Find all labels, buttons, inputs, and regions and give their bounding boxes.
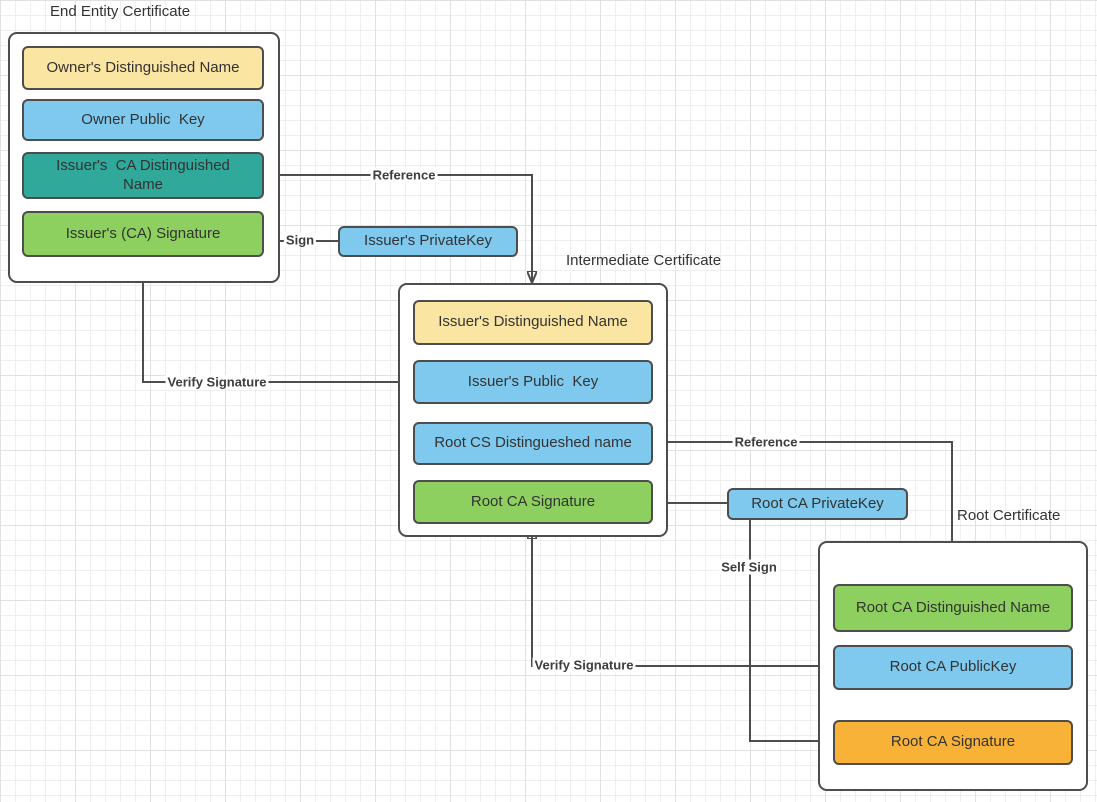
field-root-cs-distinguished-name: Root CS Distingueshed name [413,422,653,465]
field-label: Root CA Signature [890,733,1016,751]
root-certificate-title: Root Certificate [957,507,1061,524]
issuers-private-key-box: Issuer's PrivateKey [338,226,518,257]
intermediate-certificate-title: Intermediate Certificate [566,252,722,269]
field-issuers-distinguished-name: Issuer's Distinguished Name [413,300,653,345]
verify-signature-label-2: Verify Signature [532,657,636,673]
field-label: Issuer's (CA) Signature [65,224,221,242]
field-label: Issuer's Public Key [467,372,599,390]
field-issuers-public-key: Issuer's Public Key [413,360,653,404]
field-root-ca-public-key: Root CA PublicKey [833,645,1073,690]
field-label: Root CS Distingueshed name [434,434,632,452]
field-owners-distinguished-name: Owner's Distinguished Name [22,46,264,90]
reference-label-2: Reference [732,434,800,450]
sign-label: Sign [283,232,317,248]
root-ca-private-key-box: Root CA PrivateKey [727,488,908,520]
reference-label-1: Reference [370,167,438,183]
field-label: Owner's Distinguished Name [46,58,240,76]
field-label: Root CA Signature [470,492,596,510]
field-label: Issuer's CA Distinguished Name [56,156,235,193]
field-label: Root CA PublicKey [889,658,1017,676]
self-sign-label: Self Sign [719,559,779,575]
field-root-ca-signature-root: Root CA Signature [833,720,1073,765]
field-root-ca-signature-intermediate: Root CA Signature [413,480,653,524]
end-entity-certificate-title: End Entity Certificate [50,3,191,20]
key-label: Root CA PrivateKey [751,494,884,512]
field-issuers-ca-distinguished-name: Issuer's CA Distinguished Name [22,152,264,199]
verify-signature-label-1: Verify Signature [165,374,269,390]
verify-signature-arrow-2 [532,528,833,667]
field-label: Owner Public Key [81,110,205,128]
key-label: Issuer's PrivateKey [364,232,492,250]
field-root-ca-distinguished-name: Root CA Distinguished Name [833,584,1073,632]
field-issuers-ca-signature: Issuer's (CA) Signature [22,211,264,257]
field-owner-public-key: Owner Public Key [22,99,264,141]
field-label: Root CA Distinguished Name [855,598,1051,616]
field-label: Issuer's Distinguished Name [438,313,628,331]
